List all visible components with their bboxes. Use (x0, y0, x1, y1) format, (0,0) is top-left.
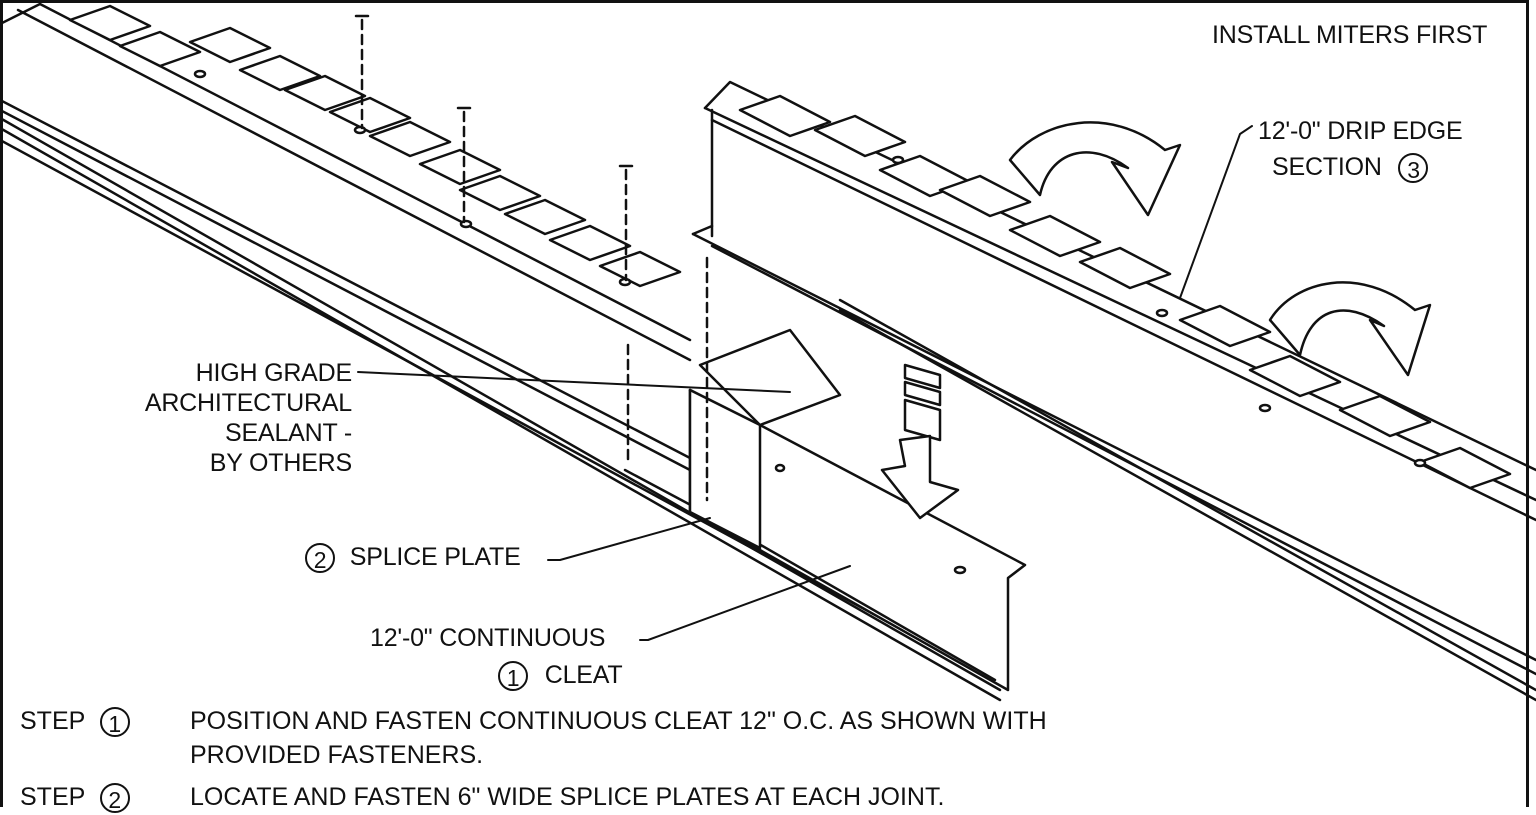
leader-lines (357, 125, 1253, 641)
down-arrow (880, 434, 960, 520)
step-1-circle: 1 (498, 661, 528, 692)
sealant-line-4: BY OTHERS (209, 449, 352, 477)
sealant-line-1: HIGH GRADE (195, 359, 353, 387)
step-2-label: STEP (20, 783, 85, 811)
step-2-number: 2 (99, 783, 130, 814)
drip-edge-label-2: SECTION 3 (1272, 152, 1429, 184)
install-miters-note: INSTALL MITERS FIRST (1212, 21, 1488, 49)
step-2-word: STEP 2 (20, 782, 130, 814)
step-1-number: 1 (99, 707, 130, 738)
right-slots (738, 94, 1512, 490)
step-1-word: STEP 1 (20, 706, 130, 738)
sealant-label: HIGH GRADE ARCHITECTURAL SEALANT - BY OT… (140, 358, 352, 478)
drip-edge-line2: SECTION (1272, 153, 1382, 181)
fastener-heads (354, 14, 634, 168)
drip-edge-line1: 12'-0" DRIP EDGE (1258, 117, 1463, 145)
left-slots (68, 4, 682, 288)
cleat-text: CLEAT (544, 661, 623, 689)
fastener-lines (360, 18, 709, 502)
splice-plate-label: 2 SPLICE PLATE (305, 542, 521, 574)
step-1-text-line1: POSITION AND FASTEN CONTINUOUS CLEAT 12"… (190, 707, 1047, 735)
step-1-label: STEP (20, 707, 85, 735)
rotation-arrow-1 (1008, 121, 1182, 217)
drip-edge-label: 12'-0" DRIP EDGE (1258, 116, 1463, 146)
step-2-text-line1: LOCATE AND FASTEN 6" WIDE SPLICE PLATES … (190, 783, 945, 811)
cleat-label-line2: 1 CLEAT (498, 660, 623, 692)
sealant-line-3: SEALANT - (225, 419, 352, 447)
step-1-text-line2: PROVIDED FASTENERS. (190, 741, 484, 769)
splice-plate-stack (903, 363, 942, 442)
continuous-cleat (623, 388, 1027, 692)
rotation-arrow-2 (1268, 281, 1432, 377)
splice-plate-text: SPLICE PLATE (349, 543, 521, 571)
step-3-circle: 3 (1398, 153, 1429, 184)
cleat-label-line1: 12'-0" CONTINUOUS (370, 624, 606, 652)
step-2-circle: 2 (305, 543, 335, 574)
sealant-line-2: ARCHITECTURAL (144, 389, 352, 417)
